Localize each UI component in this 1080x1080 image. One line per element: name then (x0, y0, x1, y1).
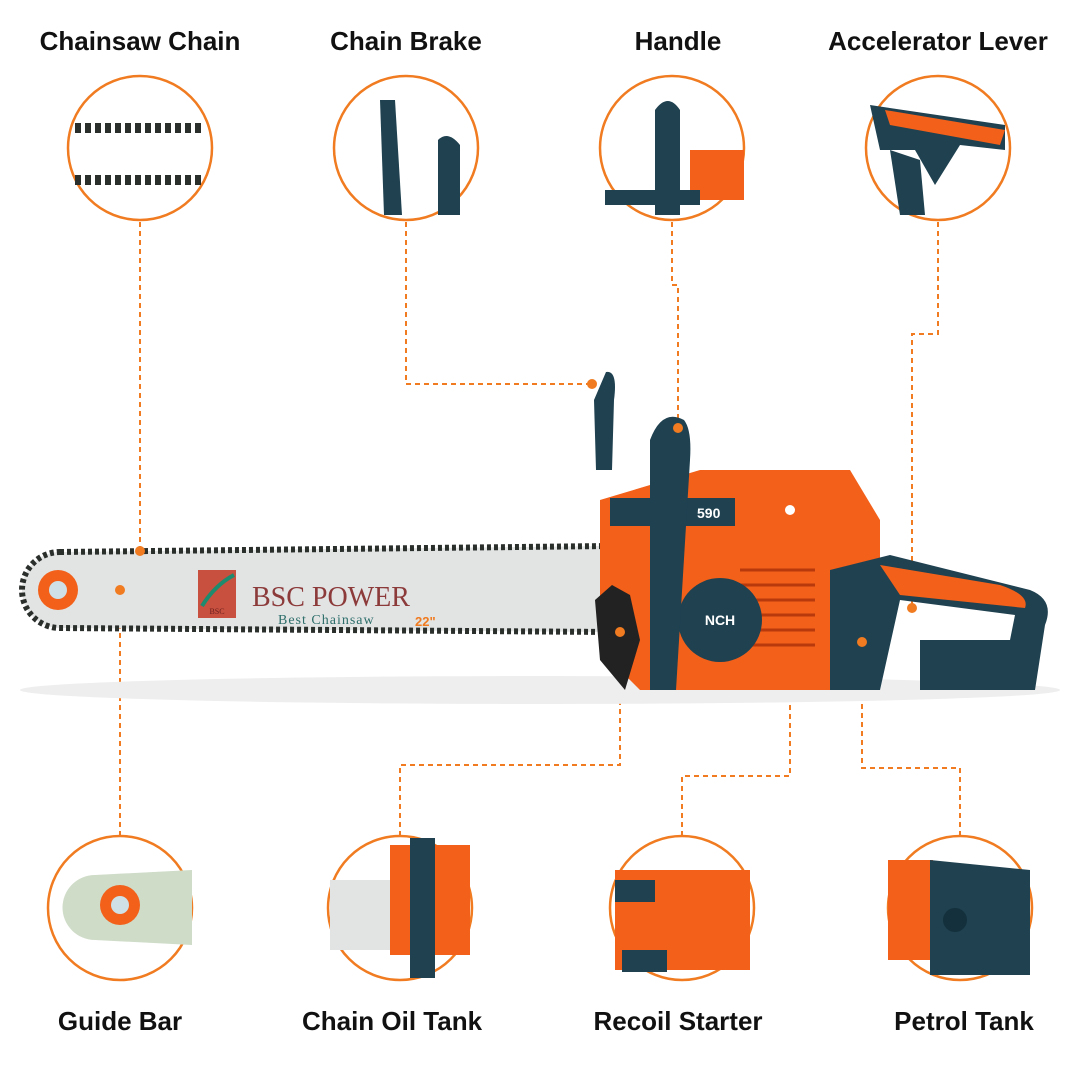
detail-handle (598, 74, 746, 222)
line-handle (671, 222, 679, 428)
line-petrol-tank (861, 642, 961, 836)
bar-logo-text: BSC (209, 607, 224, 616)
front-handle (650, 416, 691, 690)
detail-guide-bar (46, 834, 194, 982)
label-chainsaw-chain: Chainsaw Chain (39, 26, 241, 56)
engine-badge: NCH (705, 612, 735, 628)
line-chain-brake (405, 222, 592, 385)
bar-tagline: Best Chainsaw (278, 613, 375, 628)
label-handle: Handle (634, 26, 722, 56)
bar-brand: BSC POWER (252, 582, 410, 613)
guide-bar (19, 542, 613, 636)
label-petrol-tank: Petrol Tank (894, 1006, 1034, 1036)
label-guide-bar: Guide Bar (57, 1006, 183, 1036)
detail-recoil-starter (608, 834, 756, 982)
label-chain-oil-tank: Chain Oil Tank (301, 1006, 483, 1036)
line-chain-oil-tank (399, 632, 621, 836)
detail-petrol-tank (886, 834, 1034, 982)
label-accelerator-lever: Accelerator Lever (828, 26, 1048, 56)
detail-chainsaw-chain (66, 74, 214, 222)
line-accelerator-lever (911, 222, 939, 608)
detail-accelerator-lever (864, 74, 1012, 222)
bar-size: 22" (415, 614, 436, 629)
detail-chain-brake (332, 74, 480, 222)
chainsaw-illustration: BSC BSC POWER Best Chainsaw 22" NCH 590 (19, 371, 1060, 704)
model-label: 590 (697, 505, 721, 521)
detail-chain-oil-tank (326, 834, 474, 982)
label-chain-brake: Chain Brake (330, 26, 482, 56)
accelerator-lever (880, 565, 1026, 608)
chain-brake (594, 371, 615, 470)
detail-circles (46, 74, 1034, 982)
callout-dots (115, 379, 917, 647)
dogs-sprocket (595, 585, 640, 690)
label-recoil-starter: Recoil Starter (593, 1006, 763, 1036)
recoil-starter-cover (678, 578, 762, 662)
